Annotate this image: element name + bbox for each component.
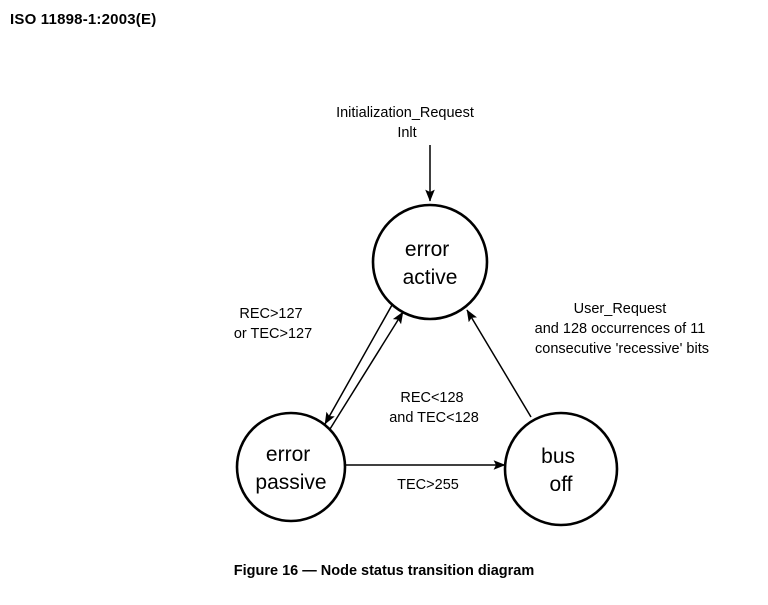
figure-caption: Figure 16 — Node status transition diagr…: [233, 563, 535, 579]
transition-label-active-to-passive-line2: or TEC>127: [234, 326, 312, 342]
transition-label-passive-to-active-line2: and TEC<128: [389, 410, 479, 426]
state-error-passive-circle[interactable]: [235, 411, 347, 523]
transition-label-bus-off-to-active-line2: and 128 occurrences of 11: [535, 321, 706, 337]
state-error-passive-label: error passive: [255, 443, 326, 494]
state-error-active-circle[interactable]: [371, 203, 489, 321]
state-error-active[interactable]: error active: [371, 203, 489, 321]
state-bus-off-label-line2: off: [550, 473, 573, 496]
state-bus-off-circle[interactable]: [503, 411, 619, 527]
transition-label-bus-off-to-active: User_Request and 128 occurrences of 11 c…: [535, 301, 710, 357]
transition-label-init: Initialization_Request Inlt: [336, 105, 478, 141]
transition-label-init-line1: Initialization_Request: [336, 105, 474, 121]
transition-label-passive-to-active-line1: REC<128: [400, 390, 463, 406]
transition-label-bus-off-to-active-line1: User_Request: [574, 301, 667, 317]
transition-init-to-error-active: Initialization_Request Inlt: [336, 105, 478, 202]
transition-error-passive-to-bus-off: TEC>255: [346, 460, 506, 493]
state-bus-off[interactable]: bus off: [503, 411, 619, 527]
transition-arrow-passive-to-active: [329, 311, 404, 430]
transition-error-passive-to-error-active: REC<128 and TEC<128: [329, 311, 479, 430]
transition-label-active-to-passive-line1: REC>127: [239, 306, 302, 322]
transition-arrow-bus-off-to-active: [466, 309, 532, 418]
transition-label-passive-to-bus-off: TEC>255: [397, 477, 459, 493]
state-transition-diagram: Initialization_Request Inlt REC>127 or T…: [234, 105, 710, 527]
state-error-active-label: error active: [403, 238, 458, 289]
state-error-passive[interactable]: error passive: [235, 411, 347, 523]
transition-label-active-to-passive: REC>127 or TEC>127: [234, 306, 312, 342]
state-bus-off-label: bus off: [541, 445, 581, 496]
transition-label-bus-off-to-active-line3: consecutive 'recessive' bits: [535, 341, 709, 357]
figure-16: Initialization_Request Inlt REC>127 or T…: [0, 60, 768, 550]
state-error-passive-label-line2: passive: [255, 471, 326, 494]
state-bus-off-label-line1: bus: [541, 445, 575, 468]
transition-arrow-active-to-passive: [324, 304, 393, 425]
document-header: ISO 11898-1:2003(E): [10, 11, 157, 28]
transition-label-passive-to-bus-off-line1: TEC>255: [397, 477, 459, 493]
transition-bus-off-to-error-active: User_Request and 128 occurrences of 11 c…: [466, 301, 710, 418]
state-error-passive-label-line1: error: [266, 443, 310, 466]
transition-error-active-to-error-passive: REC>127 or TEC>127: [234, 304, 393, 425]
transition-label-passive-to-active: REC<128 and TEC<128: [389, 390, 479, 426]
transition-label-init-line2: Inlt: [397, 125, 416, 141]
state-error-active-label-line2: active: [403, 266, 458, 289]
state-error-active-label-line1: error: [405, 238, 449, 261]
